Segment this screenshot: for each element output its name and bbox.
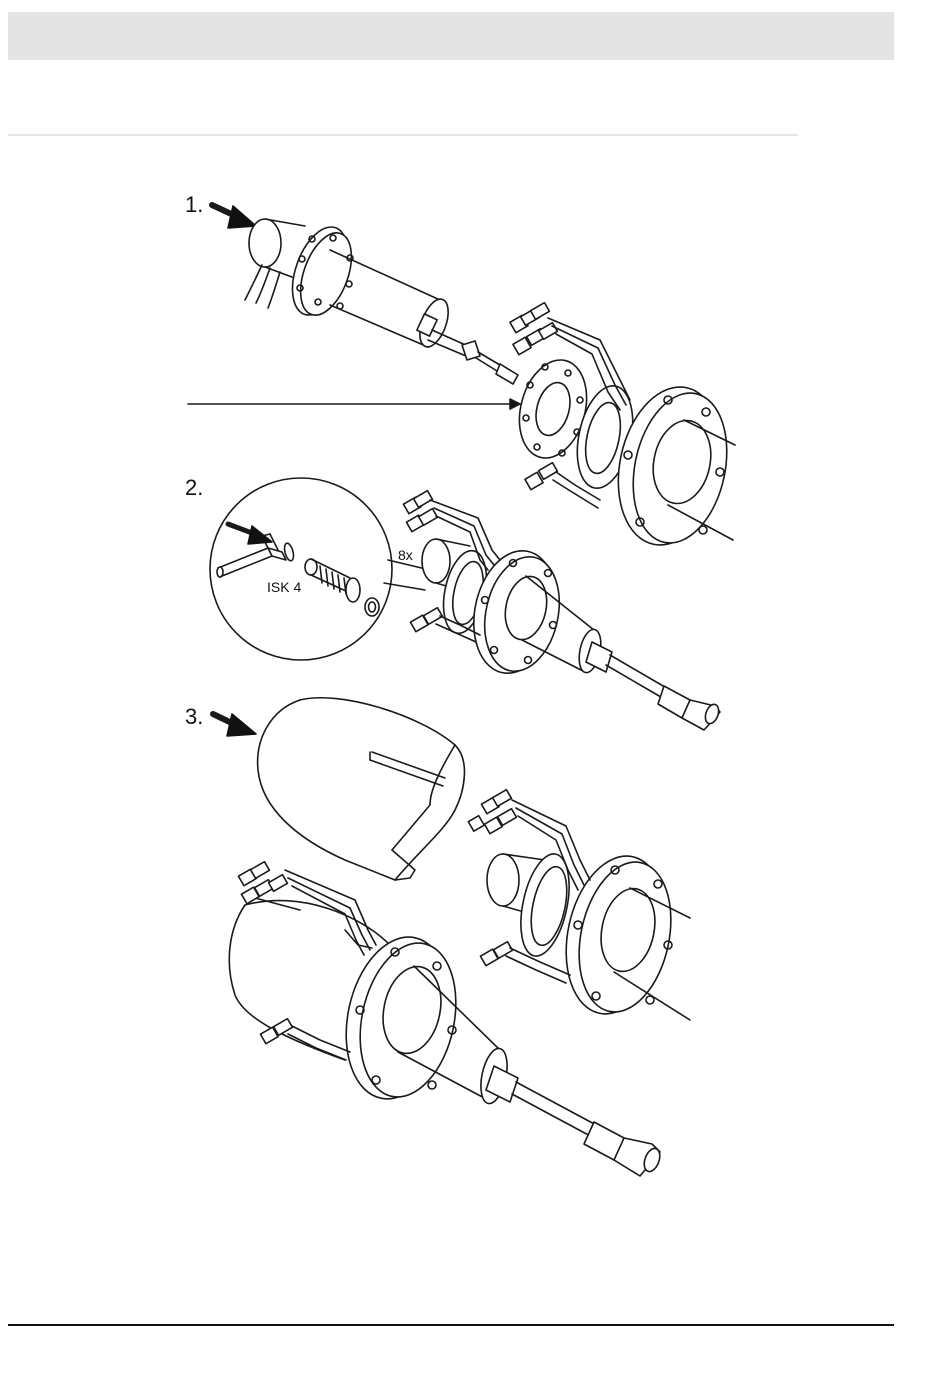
step-3-label: 3. [185,704,203,729]
protective-cover-sleeve [258,698,465,880]
step-3-push-arrow-icon [213,714,256,736]
bolt-count-callout: 8x [398,547,413,563]
step-1-probe-assembly [245,219,518,384]
step-1-mounting-flange [569,377,740,554]
footer-divider [8,1324,894,1326]
step-2-label: 2. [185,475,203,500]
step-1-pointer-arrowhead-icon [510,399,520,409]
step-1-label: 1. [185,192,203,217]
step-2-mounted-assembly [422,539,721,730]
tool-callout: ISK 4 [267,579,301,595]
step-3-upper-assembly [487,847,690,1023]
step-1-push-arrow-icon [212,205,256,228]
